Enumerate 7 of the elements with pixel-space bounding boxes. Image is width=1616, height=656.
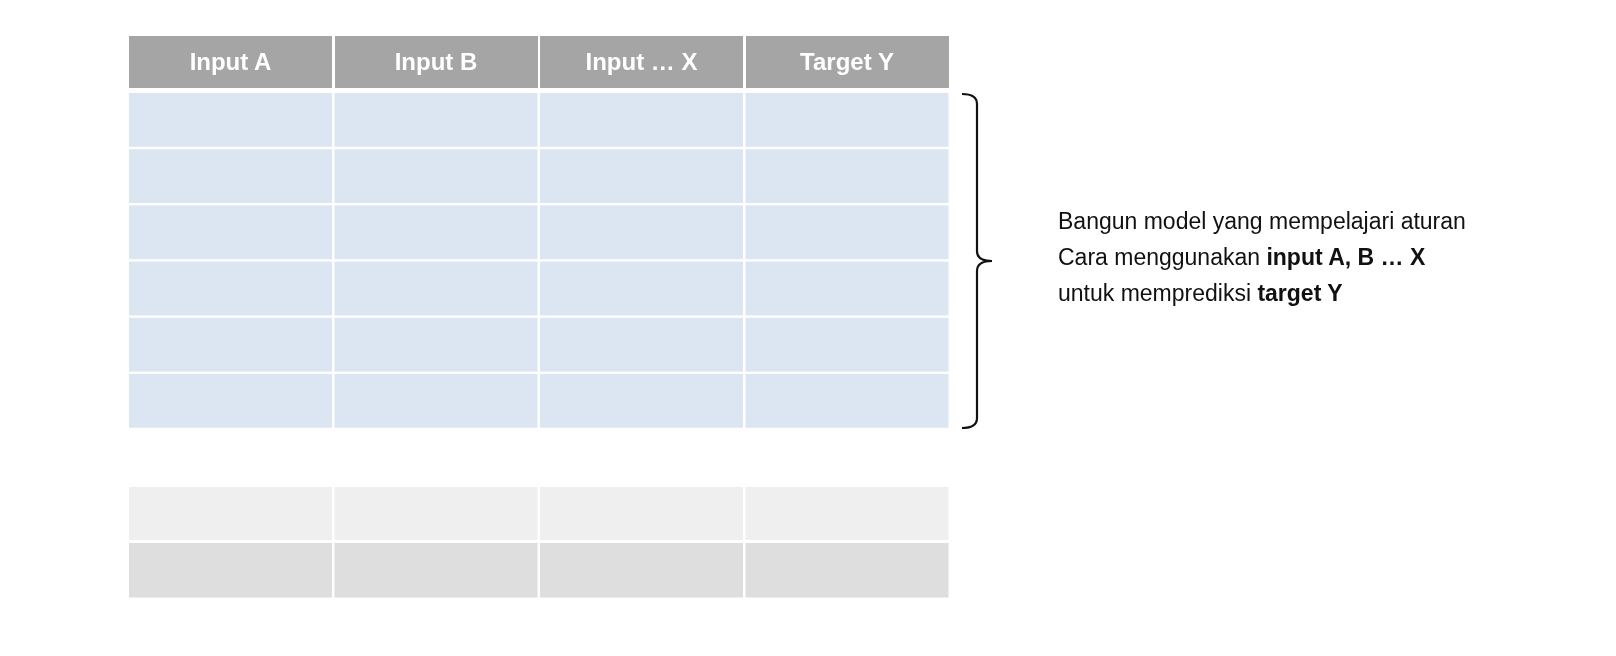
column-header: Input B [334,36,538,88]
description-text: untuk memprediksi target Y [1058,280,1343,307]
column-header: Input … X [540,36,743,88]
description-text: Cara menggunakan input A, B … X [1058,244,1426,271]
column-header: Input A [129,36,332,88]
column-header: Target Y [745,36,949,88]
description-text: Bangun model yang mempelajari aturan [1058,208,1466,235]
